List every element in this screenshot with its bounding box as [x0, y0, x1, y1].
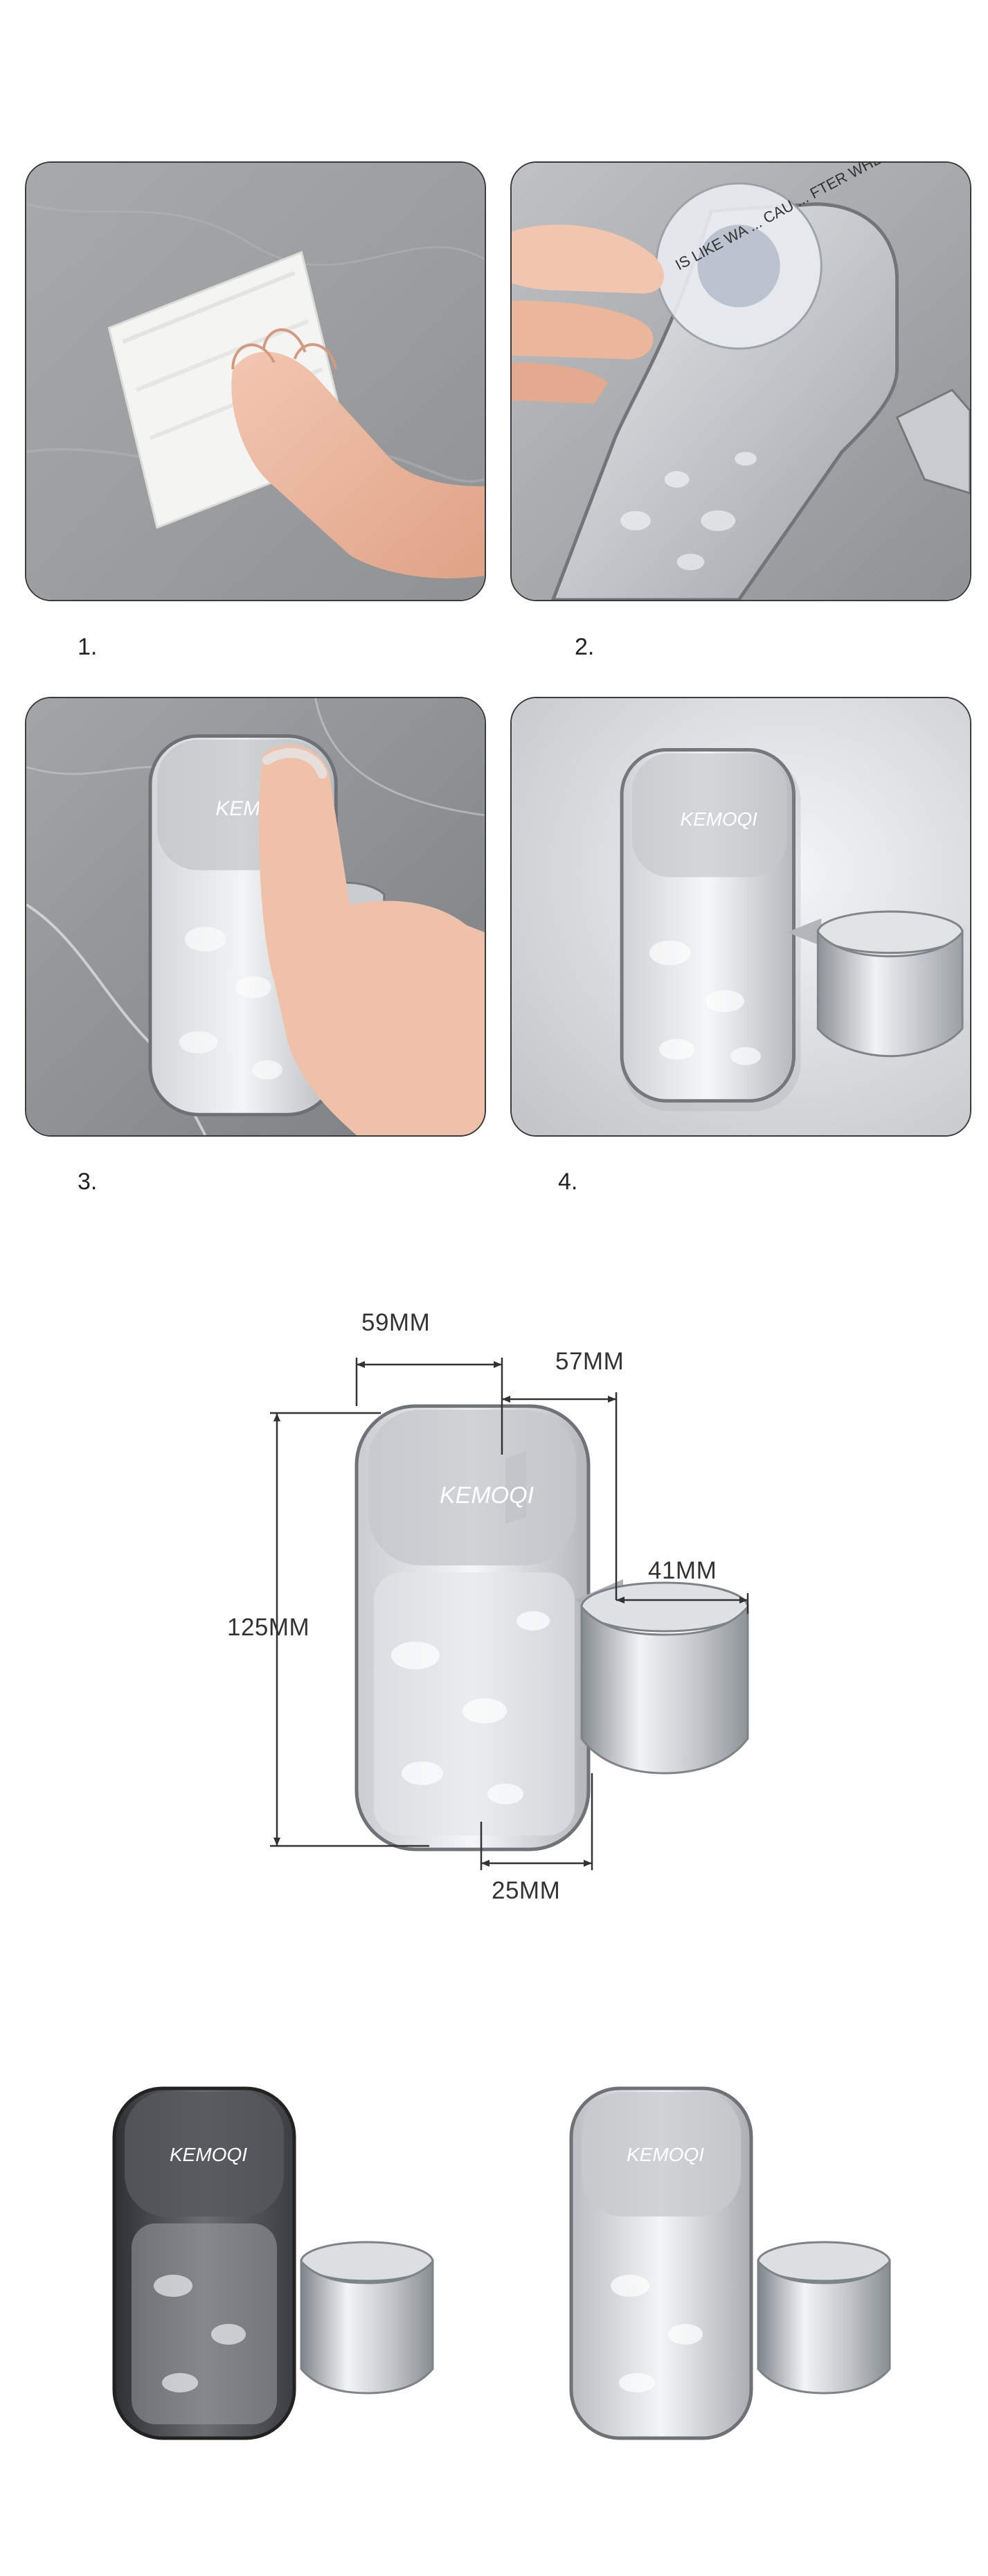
holder-dimension-drawing: KEMOQI [270, 1358, 749, 1870]
step-4-image: KEMOQI [510, 697, 971, 1137]
step-number: 3. [78, 1169, 98, 1195]
dark-grey-holder-image: KEMOQI [112, 2086, 434, 2440]
step-number: 1. [78, 634, 98, 660]
step-number: 4. [558, 1169, 578, 1195]
brand-logo: KEMOQI [440, 1482, 535, 1509]
press-holder-illustration: KEMOQI [26, 698, 485, 1135]
step-number: 2. [575, 634, 595, 660]
peel-film-illustration: IS LIKE WA ... CAU ... FTER WHEN IT IS .… [512, 163, 970, 600]
clear-holder-image: KEMOQI [569, 2086, 891, 2440]
mounted-holder-illustration: KEMOQI [512, 698, 970, 1135]
step-1-image [25, 161, 486, 601]
dimension-height-label: 125MM [227, 1614, 310, 1641]
variant-clear: KEMOQI [561, 2078, 949, 2466]
dimension-depth-label: 57MM [555, 1348, 625, 1375]
dimension-width-top-label: 59MM [361, 1309, 431, 1336]
brand-logo: KEMOQI [681, 808, 758, 830]
brand-logo: KEMOQI [170, 2144, 247, 2165]
dimension-base-width-label: 25MM [492, 1877, 561, 1904]
brand-logo: KEMOQI [627, 2144, 704, 2165]
wipe-wall-illustration [26, 163, 485, 600]
step-2-image: IS LIKE WA ... CAU ... FTER WHEN IT IS .… [510, 161, 971, 601]
dimension-ring-width-label: 41MM [648, 1557, 717, 1584]
dimension-diagram: KEMOQI 59MM 57MM 125MM 41MM 25MM [208, 1295, 831, 1919]
variant-dark-grey: KEMOQI [104, 2078, 492, 2466]
step-3-image: KEMOQI [25, 697, 486, 1137]
